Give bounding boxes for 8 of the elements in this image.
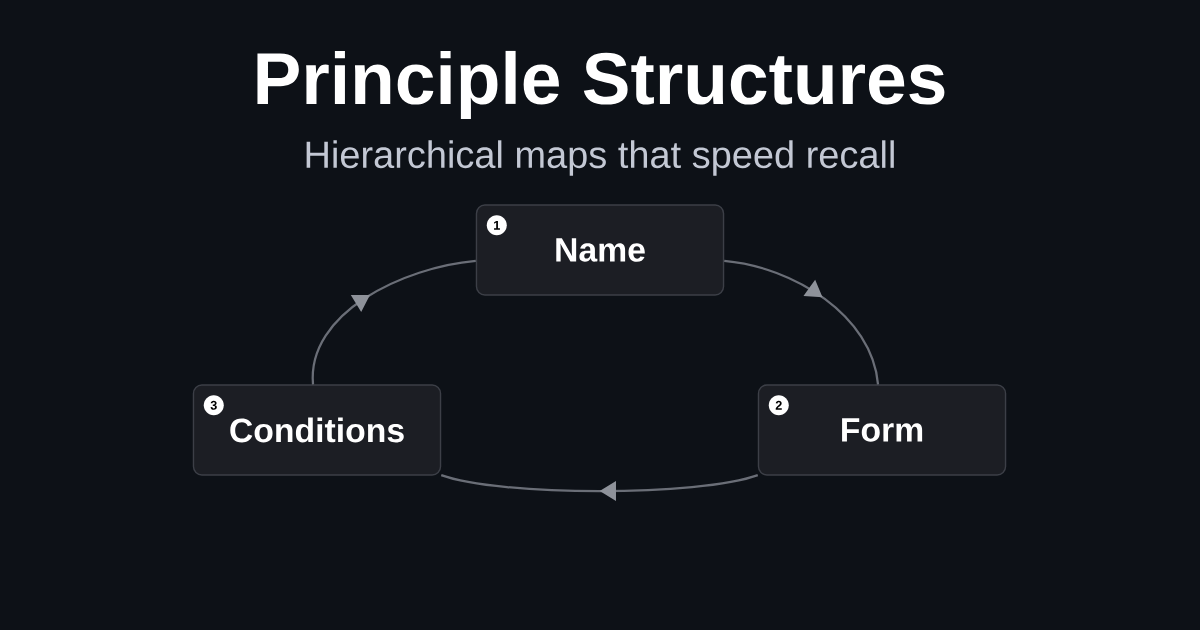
arrow <box>724 259 880 385</box>
arrow <box>311 259 476 385</box>
number-badge: 2 <box>768 395 789 416</box>
title: Principle Structures <box>257 50 945 120</box>
number-badge: 1 <box>486 215 507 236</box>
number-badge: 3 <box>203 395 224 416</box>
subtitle: Hierarchical maps that speed recall <box>306 140 894 176</box>
arrow <box>440 474 759 502</box>
